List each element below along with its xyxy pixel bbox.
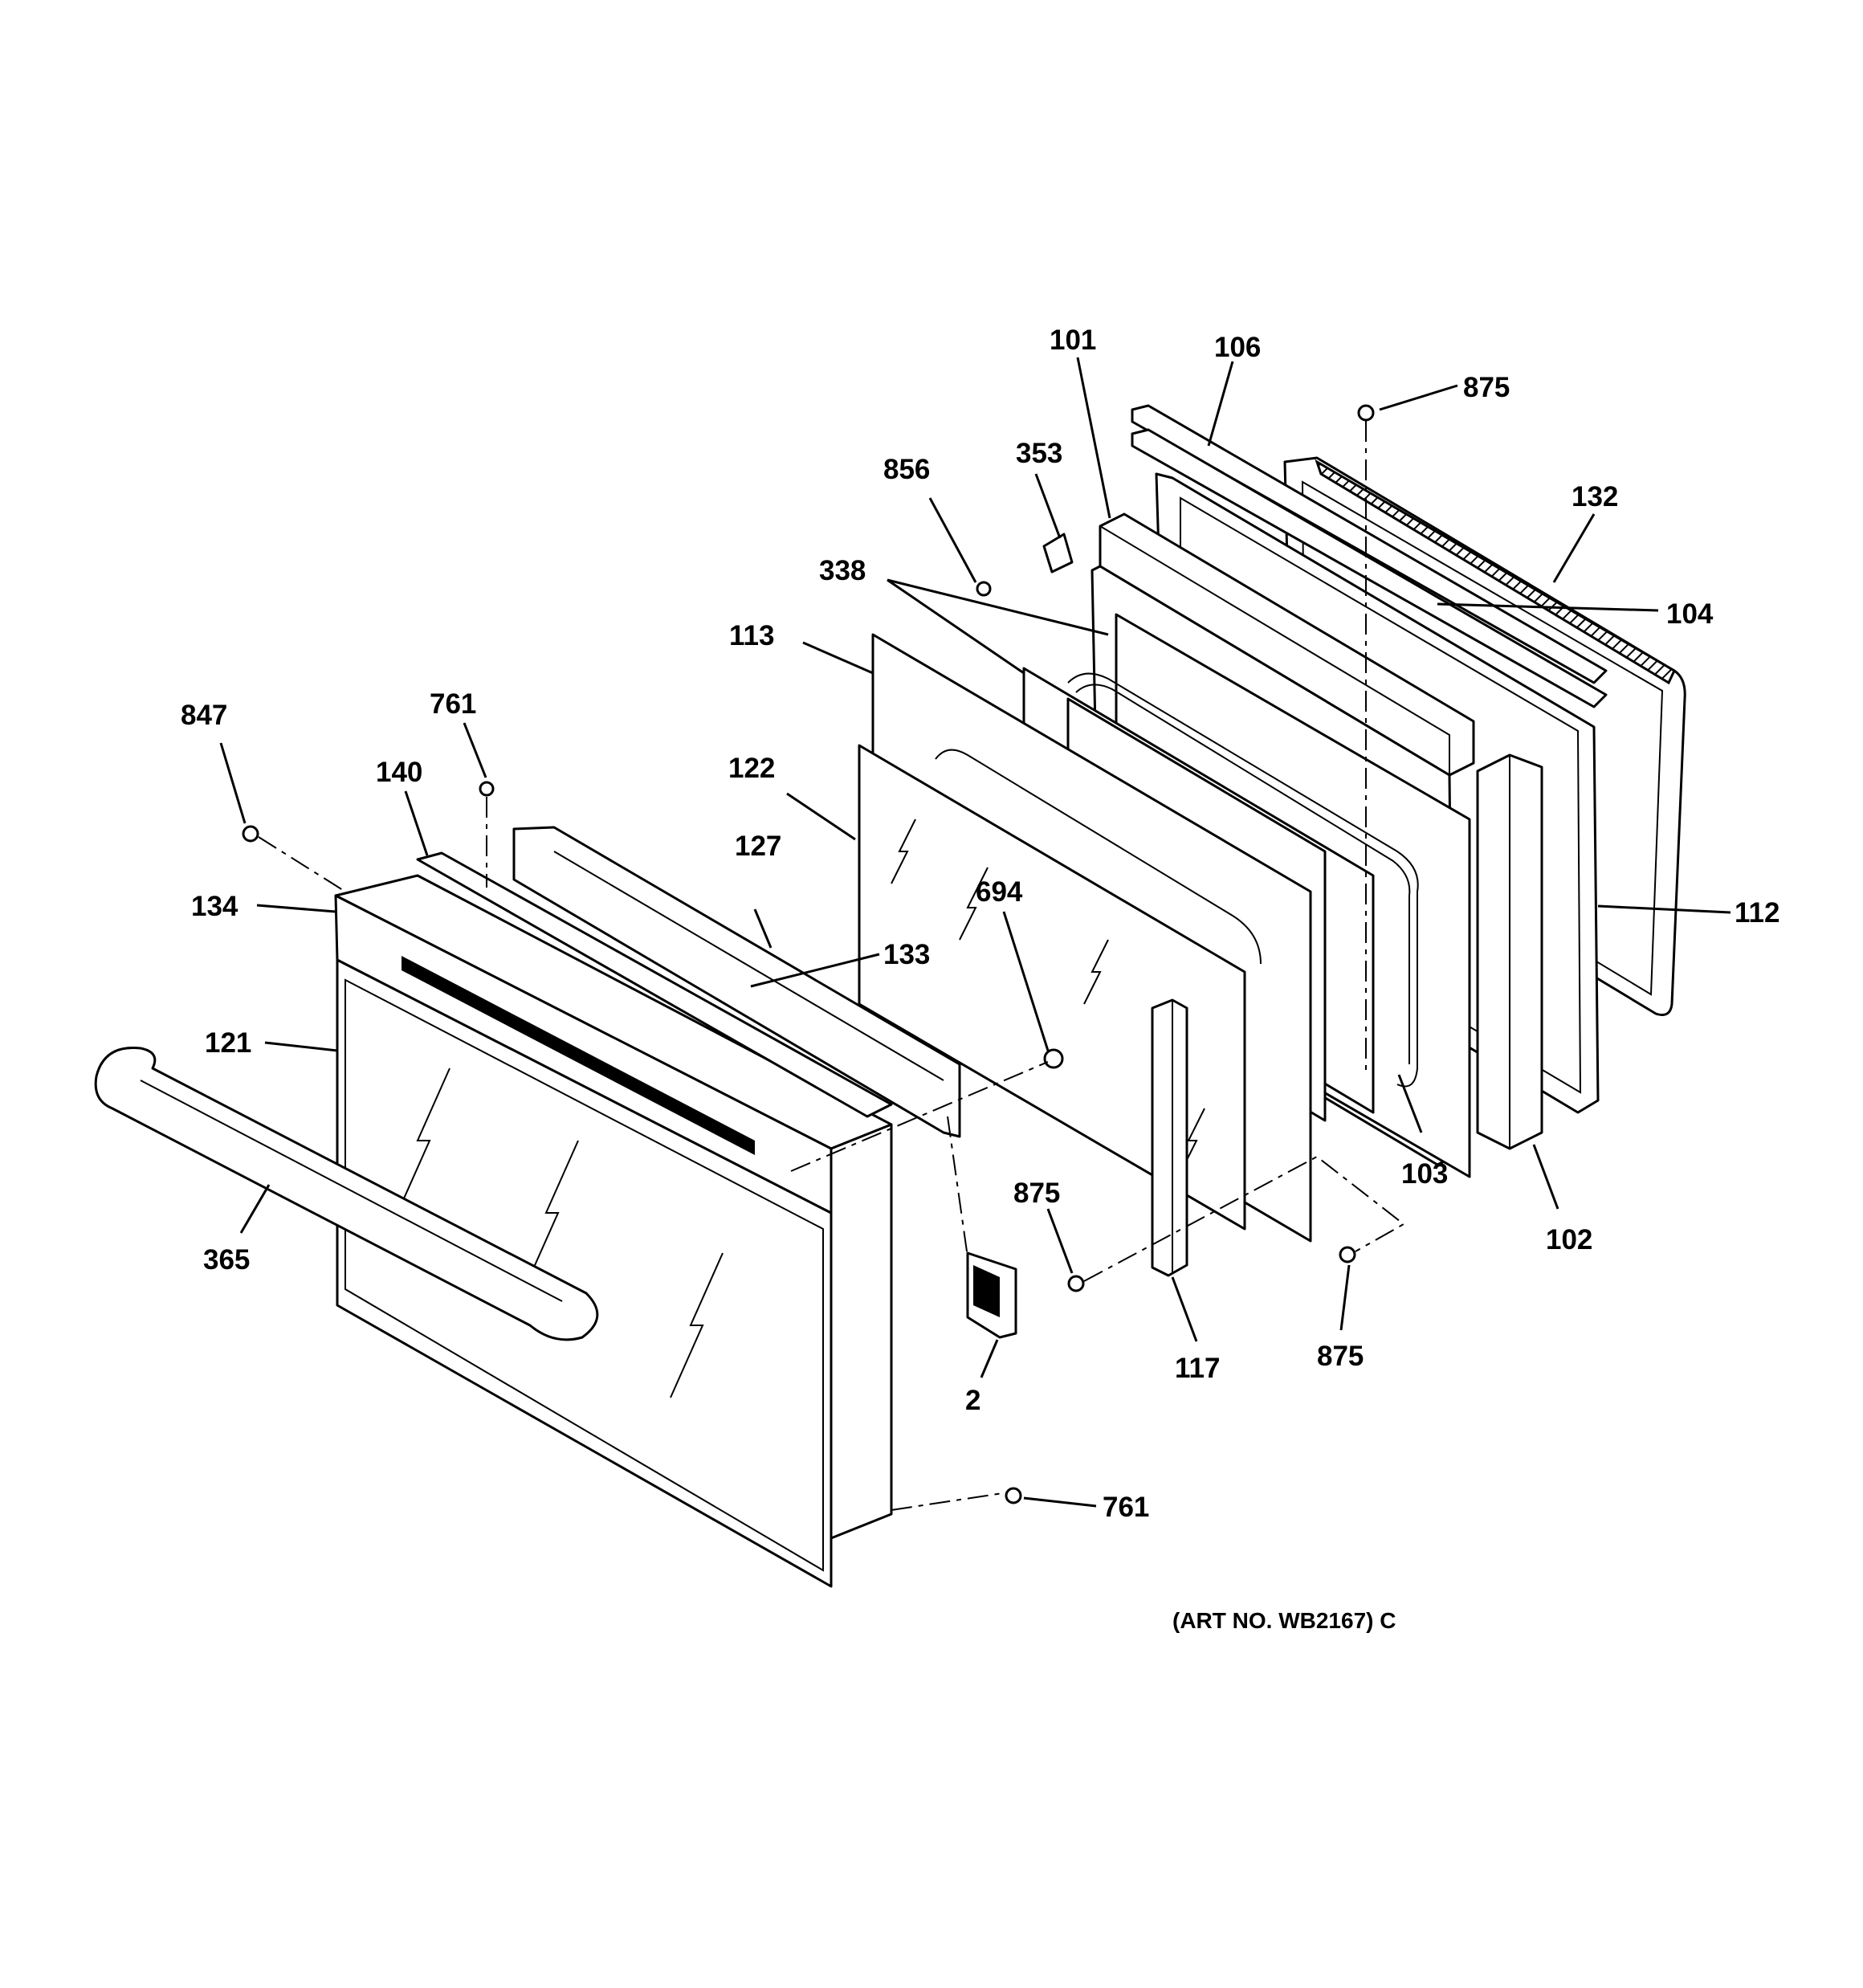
callout-761-top: 761: [430, 688, 476, 720]
side-channel: [1476, 753, 1543, 1150]
callout-labels: 101 106 875 353 856 132 338 104 113 847 …: [181, 325, 1779, 1633]
callout-103: 103: [1401, 1158, 1448, 1190]
callout-875-right: 875: [1317, 1341, 1364, 1372]
hinge-bar: [1151, 998, 1188, 1277]
callout-140: 140: [376, 757, 422, 788]
top-rail: [1131, 404, 1608, 708]
callout-104: 104: [1666, 598, 1714, 630]
callout-875-mid: 875: [1013, 1178, 1060, 1209]
callout-113: 113: [729, 620, 774, 651]
leader-lines: [219, 357, 1731, 1508]
window-glass: [858, 744, 1262, 1231]
art-number: (ART NO. WB2167) C: [1172, 1608, 1396, 1633]
callout-132: 132: [1572, 481, 1618, 512]
callout-127: 127: [735, 831, 781, 862]
small-bracket: [1042, 533, 1074, 574]
callout-101: 101: [1050, 325, 1096, 356]
callout-102: 102: [1546, 1224, 1592, 1255]
callout-133: 133: [883, 939, 930, 970]
screws: [242, 404, 1375, 1504]
callout-2: 2: [965, 1385, 980, 1416]
callout-875-top: 875: [1463, 372, 1510, 403]
callout-112: 112: [1735, 897, 1779, 929]
callout-338: 338: [819, 555, 866, 586]
callout-117: 117: [1175, 1353, 1220, 1384]
callout-353: 353: [1016, 438, 1062, 469]
callout-847: 847: [181, 700, 227, 731]
callout-856: 856: [883, 454, 930, 485]
vent-clip: [966, 1251, 1017, 1339]
callout-134: 134: [191, 891, 238, 922]
callout-694: 694: [976, 876, 1023, 908]
hinge-strip: [512, 826, 961, 1138]
door-handle: [94, 1046, 599, 1341]
vent-slots: [402, 956, 755, 1155]
callout-761-bottom: 761: [1103, 1492, 1149, 1523]
callout-365: 365: [203, 1244, 250, 1276]
callout-121: 121: [205, 1027, 251, 1059]
alignment-lines: [258, 421, 1405, 1511]
callout-106: 106: [1214, 332, 1261, 363]
callout-122: 122: [728, 753, 775, 784]
